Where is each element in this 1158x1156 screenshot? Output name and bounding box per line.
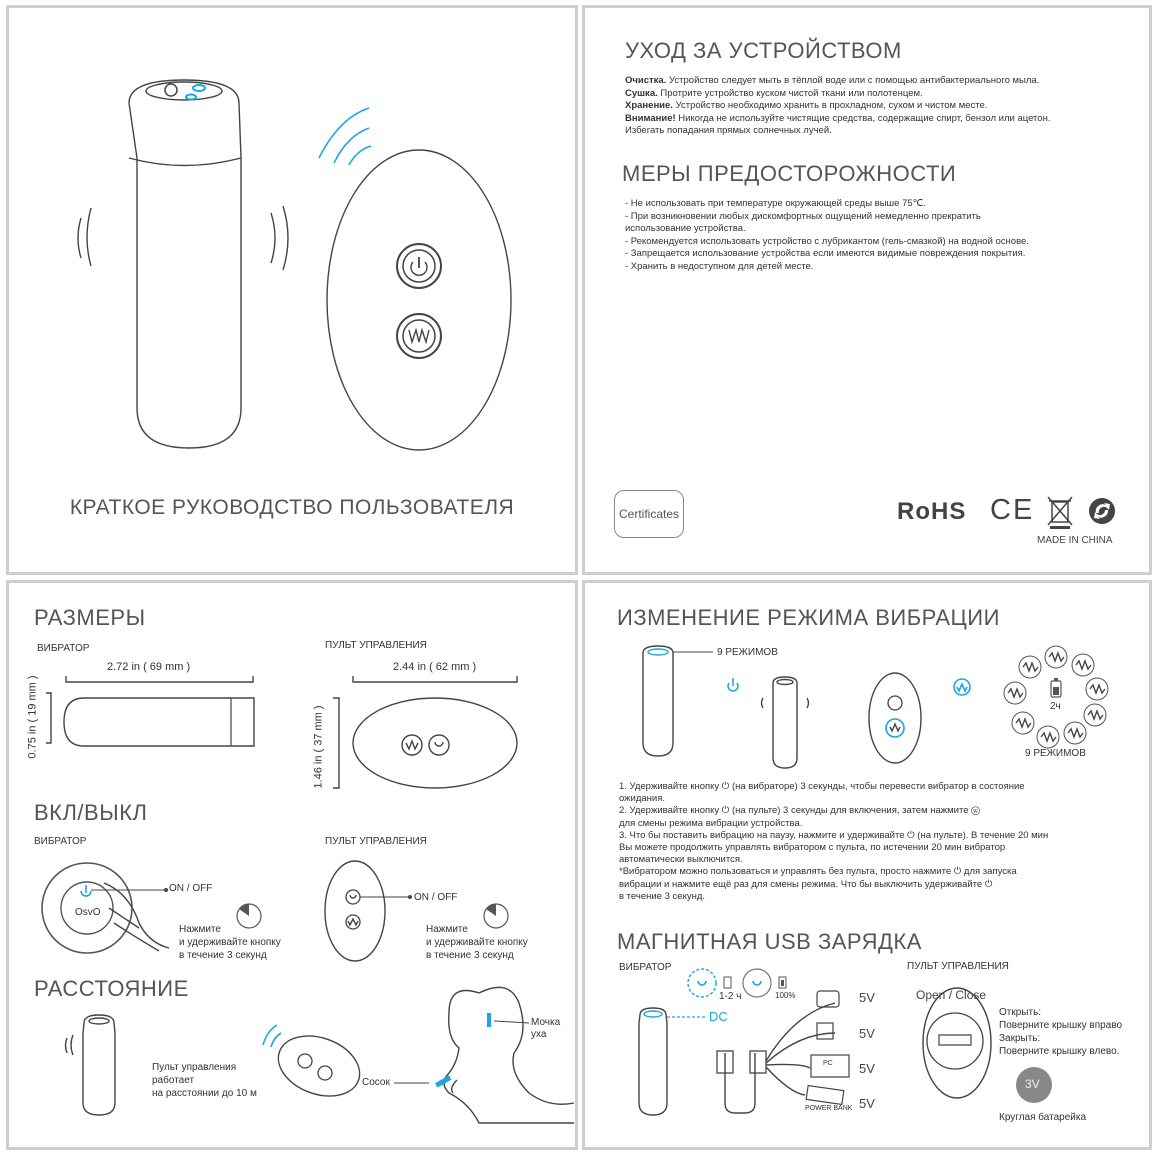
- battery-label: Круглая батарейка: [999, 1112, 1087, 1123]
- dims-vibrator-label: ВИБРАТОР: [37, 643, 90, 654]
- dims-remote-label: ПУЛЬТ УПРАВЛЕНИЯ: [325, 640, 427, 651]
- distance-line: Пульт управления: [152, 1062, 237, 1073]
- vib-length: 2.72 in ( 69 mm ): [107, 661, 191, 673]
- safety-title: МЕРЫ ПРЕДОСТОРОЖНОСТИ: [622, 161, 957, 186]
- vibrator-illustration: [77, 79, 289, 449]
- remote-illustration: [318, 107, 512, 451]
- recycle-icon: [1089, 498, 1115, 524]
- instruction-line: в течение 3 секунд.: [619, 890, 706, 902]
- onoff-title: ВКЛ/ВЫКЛ: [34, 800, 148, 825]
- modes-drawings: [642, 645, 971, 769]
- modes-wheel: [1003, 645, 1109, 749]
- distance-text: Пульт управления работает на расстоянии …: [152, 1061, 257, 1100]
- cover-title: КРАТКОЕ РУКОВОДСТВО ПОЛЬЗОВАТЕЛЯ: [69, 496, 515, 519]
- modes-instructions: 1. Удерживайте кнопку ⏻ (на вибраторе) 3…: [619, 781, 1139, 903]
- instruction-line: 3. Что бы поставить вибрацию на паузу, н…: [619, 829, 1049, 841]
- panel-cover: КРАТКОЕ РУКОВОДСТВО ПОЛЬЗОВАТЕЛЯ: [6, 5, 578, 575]
- usb-vibrator-label: ВИБРАТОР: [619, 962, 672, 973]
- volt-3: 5V: [859, 1061, 875, 1076]
- remote-on-off: ON / OFF: [414, 892, 458, 903]
- safety-item: - Запрещается использование устройства е…: [625, 248, 1026, 260]
- ce-logo: CE: [990, 494, 1035, 526]
- open-close-line: Поверните крышку влево.: [999, 1046, 1120, 1057]
- panel-dimensions: РАЗМЕРЫ ВИБРАТОР ПУЛЬТ УПРАВЛЕНИЯ 2.72 i…: [6, 580, 578, 1150]
- volt-1: 5V: [859, 990, 875, 1005]
- vib-press-hold: Нажмите и удерживайте кнопку в течение 3…: [179, 923, 281, 962]
- charge-hours: 1-2 ч: [719, 991, 742, 1002]
- open-close-line: Поверните крышку вправо: [999, 1020, 1123, 1031]
- ear-line: уха: [531, 1029, 547, 1040]
- care-item: Очистка. Устройство следует мыть в тёпло…: [625, 75, 1040, 86]
- nine-modes-top: 9 РЕЖИМОВ: [717, 647, 778, 658]
- open-close-line: Закрыть:: [999, 1033, 1041, 1044]
- onoff-remote-label: ПУЛЬТ УПРАВЛЕНИЯ: [325, 836, 427, 847]
- nipple-label: Сосок: [362, 1077, 390, 1088]
- safety-item: - Хранить в недоступном для детей месте.: [625, 260, 814, 272]
- press-line: Нажмите: [179, 924, 221, 935]
- charge-time: 2ч: [1050, 701, 1061, 712]
- open-close-text: Открыть: Поверните крышку вправо Закрыть…: [999, 1006, 1122, 1058]
- press-line: в течение 3 секунд: [426, 950, 514, 961]
- rohs-logo: RoHS: [897, 498, 967, 525]
- usb-remote-label: ПУЛЬТ УПРАВЛЕНИЯ: [907, 961, 1009, 972]
- dims-drawings: [46, 676, 518, 789]
- dc-label: DC: [709, 1009, 728, 1024]
- instruction-line: *Вибратором можно пользоваться и управля…: [619, 866, 1017, 878]
- press-line: в течение 3 секунд: [179, 950, 267, 961]
- vib-osvo: OsvO: [75, 907, 101, 918]
- volt-4: 5V: [859, 1096, 875, 1111]
- certificates-badge: Certificates: [614, 490, 684, 538]
- instruction-line: для смены режима вибрации устройства.: [619, 817, 803, 829]
- made-in-label: MADE IN CHINA: [1037, 535, 1113, 546]
- care-list: Очистка. Устройство следует мыть в тёпло…: [625, 75, 1145, 138]
- onoff-vibrator-label: ВИБРАТОР: [34, 836, 87, 847]
- dims-title: РАЗМЕРЫ: [34, 605, 146, 630]
- distance-line: работает: [152, 1075, 195, 1086]
- onoff-drawings: [41, 860, 509, 962]
- volt-2: 5V: [859, 1026, 875, 1041]
- press-line: Нажмите: [426, 924, 468, 935]
- instruction-line: вибрации и нажмите ещё раз для смены реж…: [619, 878, 993, 890]
- care-item: Внимание! Никогда не используйте чистящи…: [625, 112, 1051, 124]
- charge-full: 100%: [775, 991, 796, 1000]
- distance-title: РАССТОЯНИЕ: [34, 976, 189, 1001]
- vib-on-off: ON / OFF: [169, 883, 213, 894]
- remote-press-hold: Нажмите и удерживайте кнопку в течение 3…: [426, 923, 528, 962]
- care-item: Сушка. Протрите устройство куском чистой…: [625, 87, 923, 99]
- care-item: Хранение. Устройство необходимо хранить …: [625, 100, 988, 112]
- weee-bin-icon: [1047, 496, 1073, 529]
- pc-label: PC: [823, 1060, 833, 1067]
- usb-title: МАГНИТНАЯ USB ЗАРЯДКА: [617, 929, 922, 954]
- battery-voltage: 3V: [1025, 1077, 1040, 1091]
- safety-item: - Рекомендуется использовать устройство …: [625, 235, 1029, 247]
- safety-item: использование устройства.: [625, 223, 746, 235]
- open-close-label: Open / Close: [916, 988, 987, 1002]
- ear-line: Мочка: [531, 1017, 561, 1028]
- safety-item: - При возникновении любых дискомфортных …: [625, 210, 981, 222]
- distance-drawings: [64, 986, 575, 1124]
- ear-label: Мочка уха: [531, 1017, 560, 1041]
- safety-item: - Не использовать при температуре окружа…: [625, 198, 926, 209]
- care-title: УХОД ЗА УСТРОЙСТВОМ: [625, 38, 902, 63]
- press-line: и удерживайте кнопку: [179, 937, 281, 948]
- care-item: Избегать попадания прямых солнечных луче…: [625, 125, 832, 137]
- remote-length: 2.44 in ( 62 mm ): [393, 661, 477, 673]
- open-close-line: Открыть:: [999, 1007, 1042, 1018]
- panel-care: УХОД ЗА УСТРОЙСТВОМ Очистка. Устройство …: [582, 5, 1152, 575]
- usb-drawings: [638, 968, 1052, 1116]
- power-bank-label: POWER BANK: [805, 1105, 853, 1112]
- nine-modes-bottom: 9 РЕЖИМОВ: [1025, 748, 1086, 759]
- instruction-line: ожидания.: [619, 793, 666, 805]
- instruction-line: автоматически выключится.: [619, 854, 743, 866]
- instruction-line: 1. Удерживайте кнопку ⏻ (на вибраторе) 3…: [619, 781, 1025, 792]
- instruction-line: Вы можете продолжить управлять вибраторо…: [619, 842, 1006, 854]
- safety-list: - Не использовать при температуре окружа…: [625, 198, 1145, 274]
- panel-modes: ИЗМЕНЕНИЕ РЕЖИМА ВИБРАЦИИ 9 РЕЖИМОВ: [582, 580, 1152, 1150]
- distance-line: на расстоянии до 10 м: [152, 1088, 257, 1099]
- press-line: и удерживайте кнопку: [426, 937, 528, 948]
- instruction-line: 2. Удерживайте кнопку ⏻ (на пульте) 3 се…: [619, 805, 981, 817]
- modes-title: ИЗМЕНЕНИЕ РЕЖИМА ВИБРАЦИИ: [617, 605, 1000, 630]
- certificates-label: Certificates: [618, 507, 680, 521]
